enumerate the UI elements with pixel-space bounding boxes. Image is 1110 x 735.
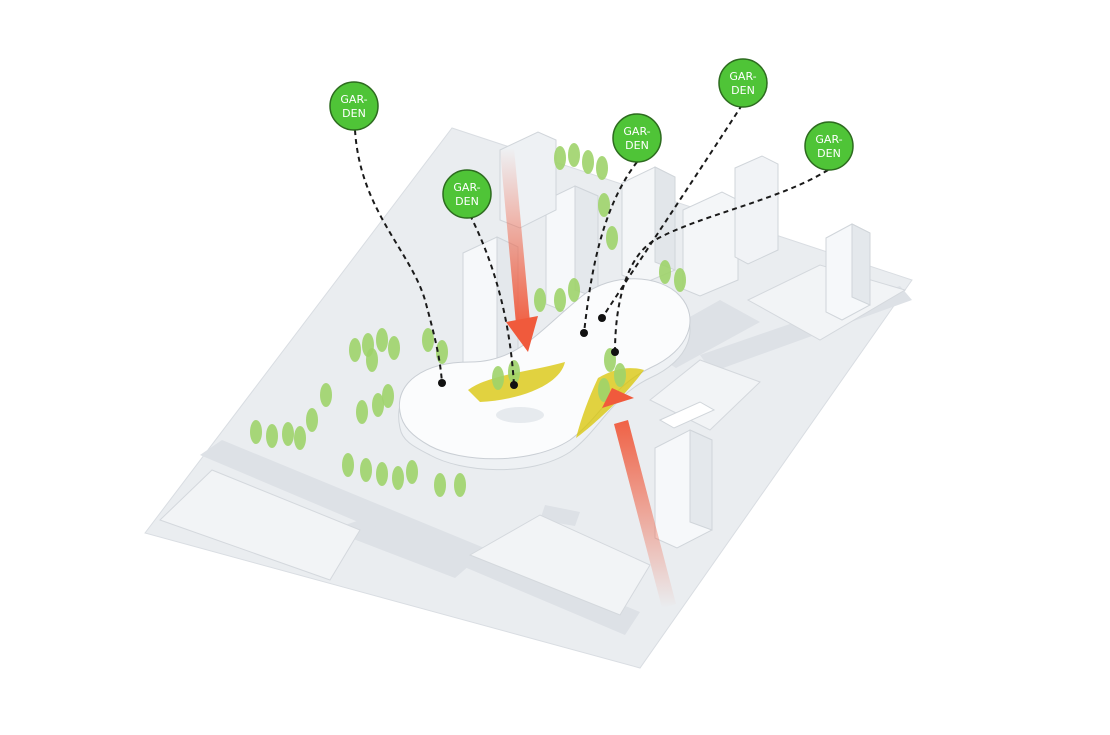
garden-badge-label-line1: GAR- — [815, 133, 842, 146]
garden-badge-label-line2: DEN — [455, 195, 479, 208]
airflow-arrow-south — [602, 388, 676, 608]
garden-badge-label-line2: DEN — [731, 84, 755, 97]
garden-badge-icon: GAR- DEN — [329, 81, 379, 131]
leader-line — [601, 104, 743, 319]
garden-badge-label-line2: DEN — [342, 107, 366, 120]
trees — [250, 143, 686, 497]
leader-line — [469, 214, 515, 386]
garden-badge-label-line1: GAR- — [623, 125, 650, 138]
garden-badge-icon: GAR- DEN — [804, 121, 854, 171]
towers — [462, 131, 871, 549]
leader-line — [354, 129, 443, 384]
garden-badge-icon: GAR- DEN — [718, 58, 768, 108]
leader-endpoints — [438, 314, 619, 389]
garden-badge-label-line2: DEN — [625, 139, 649, 152]
airflow-arrow-north — [500, 148, 538, 352]
garden-badge-icon: GAR- DEN — [612, 113, 662, 163]
garden-badge-icon: GAR- DEN — [442, 169, 492, 219]
garden-badge-label-line1: GAR- — [729, 70, 756, 83]
garden-badge-label-line1: GAR- — [340, 93, 367, 106]
garden-badge-label-line2: DEN — [817, 147, 841, 160]
garden-badge-label-line1: GAR- — [453, 181, 480, 194]
leader-line — [614, 169, 829, 353]
leader-line — [583, 161, 638, 334]
